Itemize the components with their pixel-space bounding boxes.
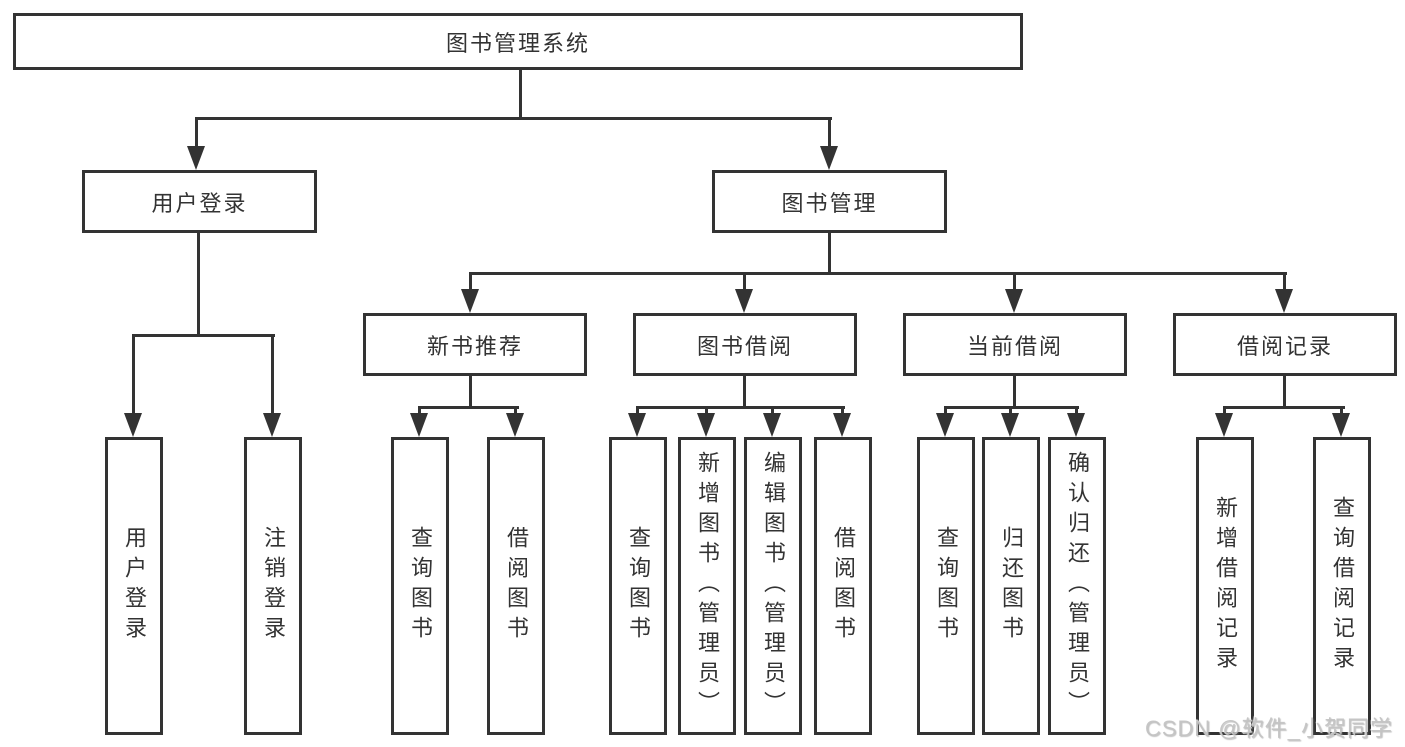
connector-records-bar <box>1224 406 1345 409</box>
leaf-confirm-return-admin: 确认归还（管理员） <box>1048 437 1106 735</box>
arrow-to-book-borrow <box>735 272 753 313</box>
connector-borrow-bar <box>636 406 845 409</box>
arrow-borrow-leaf-4 <box>833 406 851 437</box>
arrow-to-borrow-records <box>1275 272 1293 313</box>
node-current-borrow: 当前借阅 <box>903 313 1127 376</box>
node-borrow-records: 借阅记录 <box>1173 313 1397 376</box>
arrow-current-leaf-3 <box>1067 406 1085 437</box>
arrow-records-leaf-2 <box>1332 406 1350 437</box>
connector-userlogin-stem <box>197 233 200 337</box>
arrow-borrow-leaf-2 <box>697 406 715 437</box>
connector-root-bar <box>196 117 832 120</box>
arrow-to-book-management <box>820 117 838 170</box>
node-library-system: 图书管理系统 <box>13 13 1023 70</box>
connector-borrow-stem <box>743 374 746 409</box>
leaf-query-books-current: 查询图书 <box>917 437 975 735</box>
leaf-query-borrow-record: 查询借阅记录 <box>1313 437 1371 735</box>
connector-current-stem <box>1013 374 1016 409</box>
node-user-login: 用户登录 <box>82 170 317 233</box>
node-new-book-recommend: 新书推荐 <box>363 313 587 376</box>
arrow-borrow-leaf-1 <box>628 406 646 437</box>
leaf-add-borrow-record: 新增借阅记录 <box>1196 437 1254 735</box>
connector-userlogin-bar <box>133 334 275 337</box>
leaf-borrow-books: 借阅图书 <box>814 437 872 735</box>
leaf-add-book-admin: 新增图书（管理员） <box>678 437 736 735</box>
connector-bookmgmt-bar <box>470 272 1287 275</box>
leaf-query-books-borrow: 查询图书 <box>609 437 667 735</box>
connector-bookmgmt-stem <box>828 233 831 275</box>
csdn-watermark: CSDN @软件_小贺同学 <box>1144 716 1393 741</box>
arrow-to-new-book-recommend <box>461 272 479 313</box>
leaf-logout: 注销登录 <box>244 437 302 735</box>
leaf-edit-book-admin: 编辑图书（管理员） <box>744 437 802 735</box>
connector-records-stem <box>1283 374 1286 409</box>
arrow-records-leaf-1 <box>1215 406 1233 437</box>
leaf-user-login: 用户登录 <box>105 437 163 735</box>
arrow-recommend-leaf-2 <box>506 406 524 437</box>
arrow-to-user-login <box>187 117 205 170</box>
arrow-current-leaf-2 <box>1001 406 1019 437</box>
arrow-current-leaf-1 <box>936 406 954 437</box>
leaf-return-books: 归还图书 <box>982 437 1040 735</box>
arrow-to-leaf-user-login <box>124 334 142 437</box>
arrow-to-leaf-logout <box>263 334 281 437</box>
leaf-borrow-books-recommend: 借阅图书 <box>487 437 545 735</box>
node-book-management: 图书管理 <box>712 170 947 233</box>
arrow-borrow-leaf-3 <box>763 406 781 437</box>
connector-root-stem <box>519 68 522 120</box>
arrow-to-current-borrow <box>1005 272 1023 313</box>
arrow-recommend-leaf-1 <box>410 406 428 437</box>
connector-recommend-stem <box>469 374 472 409</box>
leaf-query-books-recommend: 查询图书 <box>391 437 449 735</box>
node-book-borrow: 图书借阅 <box>633 313 857 376</box>
connector-recommend-bar <box>419 406 519 409</box>
